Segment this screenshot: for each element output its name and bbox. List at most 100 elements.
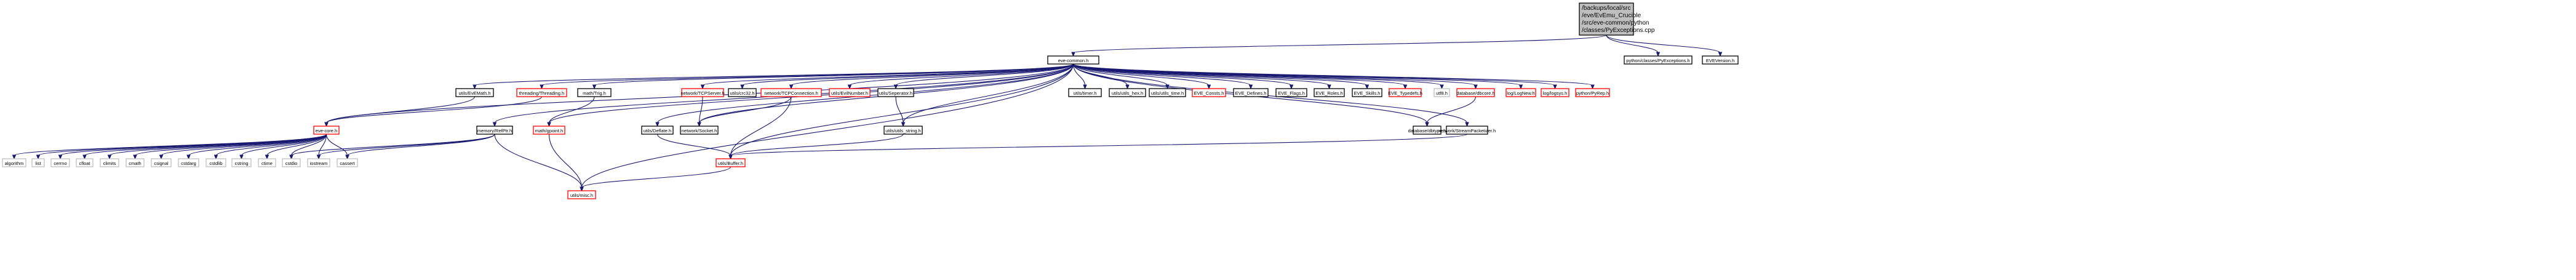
node-tcpserver[interactable]: network/TCPServer.h (680, 88, 725, 97)
node-iostream: iostream (307, 158, 330, 167)
edge-line (290, 134, 327, 156)
edge-eve_core-to-ctime (265, 134, 327, 160)
node-box (577, 88, 612, 97)
node-box (2, 158, 26, 167)
node-eve-skills[interactable]: EVE_Skills.h (1352, 88, 1382, 97)
node-box (1068, 88, 1102, 97)
node-eve-typedefs[interactable]: EVE_Typedefs.h (1388, 88, 1422, 97)
node-lognew[interactable]: log/LogNew.h (1505, 88, 1536, 97)
node-logsys[interactable]: log/logsys.h (1541, 88, 1569, 97)
node-eve-core[interactable]: eve-core.h (313, 126, 340, 135)
node-eveversion[interactable]: EVEVersion.h (1702, 55, 1739, 65)
node-label: python/classes/PyExceptions.h (1626, 58, 1689, 63)
edge-line (548, 96, 595, 124)
node-label: cmath (129, 161, 141, 166)
node-streampkt[interactable]: network/StreamPacketizer.h (1438, 126, 1496, 135)
node-label: cassert (340, 161, 355, 166)
node-utils-hex[interactable]: utils/utils_hex.h (1109, 88, 1146, 97)
edge-line (741, 63, 1074, 86)
node-gpoint[interactable]: math/gpoint.h (533, 126, 565, 135)
edge-line (134, 134, 327, 156)
node-socket[interactable]: network/Socket.h (680, 126, 719, 135)
arrowhead-icon (1365, 84, 1370, 90)
edge-line (581, 63, 1074, 188)
node-box (76, 158, 94, 167)
node-label: EVE_Flags.h (1278, 90, 1305, 96)
arrowhead-icon (186, 154, 191, 160)
node-evilnumber[interactable]: utils/EvilNumber.h (829, 88, 871, 97)
node-label: math/gpoint.h (535, 128, 563, 134)
node-pyrep[interactable]: python/PyRep.h (1575, 88, 1610, 97)
arrowhead-icon (82, 154, 87, 160)
node-seperator[interactable]: utils/Seperator.h (877, 88, 914, 97)
arrowhead-icon (1473, 84, 1478, 90)
node-box (455, 88, 494, 97)
node-evemath[interactable]: utils/EvEMath.h (455, 88, 494, 97)
arrowhead-icon (159, 154, 164, 160)
node-threading[interactable]: threading/Threading.h (516, 88, 567, 97)
node-eve-defines[interactable]: EVE_Defines.h (1233, 88, 1269, 97)
node-crc32[interactable]: utils/crc32.h (728, 88, 757, 97)
node-box (716, 158, 746, 167)
edge-line (1072, 63, 1593, 86)
arrowhead-icon (580, 186, 584, 192)
arrowhead-icon (1071, 52, 1075, 57)
edge-eve_common-to-crc32 (740, 63, 1074, 90)
node-dbtype[interactable]: database/dbtype.h (1408, 126, 1446, 135)
node-tcpconn[interactable]: network/TCPConnection.h (760, 88, 822, 97)
edge-root-to-pyexc_h (1606, 34, 1661, 57)
node-timer[interactable]: utils/timer.h (1068, 88, 1102, 97)
node-trig[interactable]: math/Trig.h (577, 88, 612, 97)
arrowhead-icon (12, 154, 17, 160)
node-eve-consts[interactable]: EVE_Consts.h (1192, 88, 1226, 97)
node-pyexc-h[interactable]: python/classes/PyExceptions.h (1624, 55, 1693, 65)
node-box (50, 158, 70, 167)
edge-line (325, 134, 348, 156)
arrowhead-icon (1718, 52, 1723, 57)
edge-line (730, 96, 792, 156)
node-box (1109, 88, 1146, 97)
node-label: csignal (154, 161, 169, 166)
edge-eve_common-to-eve_consts (1072, 63, 1211, 90)
edge-line (698, 96, 792, 124)
edge-buffer-to-misc (580, 166, 732, 192)
node-label: network/StreamPacketizer.h (1438, 128, 1496, 134)
edge-line (1072, 63, 1468, 124)
node-root[interactable]: /backups/local/src/eve/EvEmu_Crucible/sr… (1579, 2, 1655, 36)
node-label: utils/utils_hex.h (1112, 90, 1143, 96)
node-eve-flags[interactable]: EVE_Flags.h (1275, 88, 1307, 97)
node-label: climits (103, 161, 116, 166)
node-box (829, 88, 871, 97)
node-dbcore[interactable]: database/dbcore.h (1456, 88, 1495, 97)
edge-eve_core-to-cstdarg (186, 134, 327, 160)
node-misc[interactable]: utils/misc.h (567, 190, 596, 199)
node-box (307, 158, 330, 167)
arrowhead-icon (1125, 84, 1130, 90)
edge-line (161, 134, 327, 156)
edge-eve_common-to-timer (1072, 63, 1087, 90)
edge-trig-to-gpoint (547, 96, 595, 127)
arrowhead-icon (740, 84, 744, 90)
node-refptr[interactable]: memory/RefPtr.h (476, 126, 513, 135)
arrowhead-icon (893, 84, 898, 90)
edge-refptr-to-iostream (316, 134, 495, 160)
node-label: math/Trig.h (583, 90, 606, 96)
edge-line (325, 96, 476, 124)
node-buffer[interactable]: utils/Buffer.h (716, 158, 746, 167)
node-utils-time[interactable]: utils/utils_time.h (1149, 88, 1186, 97)
node-deflate[interactable]: utils/Deflate.h (641, 126, 674, 135)
edge-refptr-to-cstdio (289, 134, 495, 160)
node-utils-string[interactable]: utils/utils_string.h (883, 126, 923, 135)
node-box (31, 158, 45, 167)
node-box (1575, 88, 1610, 97)
edge-line (730, 134, 904, 156)
node-label: cstring (234, 161, 248, 166)
arrowhead-icon (540, 84, 544, 90)
node-box (1541, 88, 1569, 97)
node-label: python/PyRep.h (1576, 90, 1609, 96)
node-label: EVE_Typedefs.h (1388, 90, 1422, 96)
node-eve-roles[interactable]: EVE_Roles.h (1314, 88, 1345, 97)
node-eve-common[interactable]: eve-common.h (1047, 55, 1099, 65)
node-algorithm: algorithm (2, 158, 26, 167)
node-box (728, 88, 757, 97)
